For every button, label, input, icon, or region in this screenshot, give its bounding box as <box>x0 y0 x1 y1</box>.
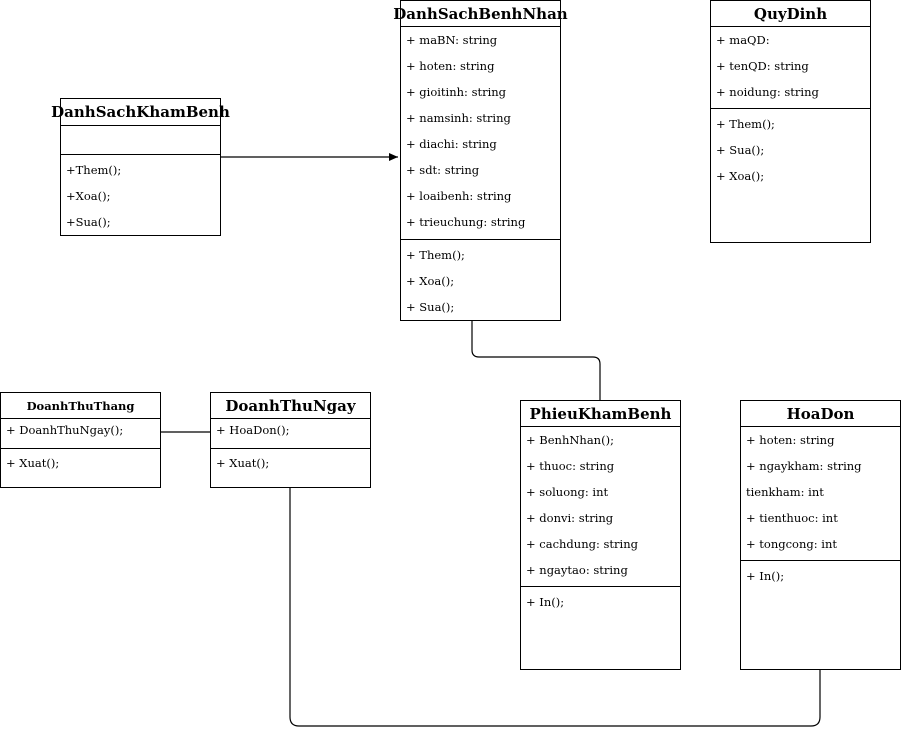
attribute-tienthuoc: + tienthuoc: int <box>746 511 838 525</box>
attribute-gioitinh: + gioitinh: string <box>406 85 507 99</box>
attributes-section: + hoten: string + ngaykham: string tienk… <box>741 427 900 561</box>
method-xuat: + Xuat(); <box>216 456 270 470</box>
attributes-section: + BenhNhan(); + thuoc: string + soluong:… <box>521 427 680 587</box>
class-quydinh[interactable]: QuyDinh + maQD: + tenQD: string + noidun… <box>710 0 871 243</box>
attribute-maqd: + maQD: <box>716 33 770 47</box>
attribute-namsinh: + namsinh: string <box>406 111 511 125</box>
class-hoadon[interactable]: HoaDon + hoten: string + ngaykham: strin… <box>740 400 901 670</box>
class-name: DoanhThuThang <box>1 393 160 419</box>
attribute-cachdung: + cachdung: string <box>526 537 638 551</box>
attribute-tienkham: tienkham: int <box>746 485 824 499</box>
attribute-ngaykham: + ngaykham: string <box>746 459 862 473</box>
attributes-section: + HoaDon(); <box>211 419 370 449</box>
method-sua: + Sua(); <box>716 143 765 157</box>
attribute-trieuchung: + trieuchung: string <box>406 215 526 229</box>
methods-section: +Them(); +Xoa(); +Sua(); <box>61 155 220 235</box>
attributes-section <box>61 126 220 155</box>
methods-section: + Xuat(); <box>1 449 160 476</box>
attribute-doanhthungay: + DoanhThuNgay(); <box>6 423 124 437</box>
connector-benhnhan-to-phieukhambenh <box>471 321 601 400</box>
attribute-hoten: + hoten: string <box>406 59 495 73</box>
class-name: PhieuKhamBenh <box>521 401 680 427</box>
methods-section: + Them(); + Xoa(); + Sua(); <box>401 240 560 320</box>
class-phieukhambenh[interactable]: PhieuKhamBenh + BenhNhan(); + thuoc: str… <box>520 400 681 670</box>
attributes-section: + maQD: + tenQD: string + noidung: strin… <box>711 27 870 109</box>
method-in: + In(); <box>746 569 785 583</box>
class-name: DanhSachKhamBenh <box>51 99 230 126</box>
class-doanhthuthang[interactable]: DoanhThuThang + DoanhThuNgay(); + Xuat()… <box>0 392 161 488</box>
attribute-hoadon: + HoaDon(); <box>216 423 290 437</box>
method-xoa: + Xoa(); <box>716 169 765 183</box>
attribute-diachi: + diachi: string <box>406 137 497 151</box>
methods-section: + Xuat(); <box>211 449 370 476</box>
attributes-section: + maBN: string + hoten: string + gioitin… <box>401 27 560 240</box>
methods-section: + In(); <box>521 587 680 615</box>
method-sua: +Sua(); <box>66 215 111 229</box>
method-them: + Them(); <box>406 248 465 262</box>
method-in: + In(); <box>526 595 565 609</box>
attribute-benhnhan: + BenhNhan(); <box>526 433 614 447</box>
class-danhsachkhambenh[interactable]: DanhSachKhamBenh +Them(); +Xoa(); +Sua()… <box>51 98 230 236</box>
class-name: QuyDinh <box>711 1 870 27</box>
class-name: DanhSachBenhNhan <box>393 1 568 27</box>
attribute-sdt: + sdt: string <box>406 163 480 177</box>
method-xuat: + Xuat(); <box>6 456 60 470</box>
attributes-section: + DoanhThuNgay(); <box>1 419 160 449</box>
class-name: DoanhThuNgay <box>211 393 370 419</box>
method-xoa: +Xoa(); <box>66 189 111 203</box>
method-xoa: + Xoa(); <box>406 274 455 288</box>
attribute-tongcong: + tongcong: int <box>746 537 837 551</box>
class-doanhthungay[interactable]: DoanhThuNgay + HoaDon(); + Xuat(); <box>210 392 371 488</box>
method-sua: + Sua(); <box>406 300 455 314</box>
attribute-tenqd: + tenQD: string <box>716 59 809 73</box>
attribute-thuoc: + thuoc: string <box>526 459 615 473</box>
attribute-noidung: + noidung: string <box>716 85 819 99</box>
method-them: + Them(); <box>716 117 775 131</box>
attribute-soluong: + soluong: int <box>526 485 609 499</box>
connector-doanhthungay-to-hoadon <box>289 488 821 727</box>
method-them: +Them(); <box>66 163 122 177</box>
attribute-ngaytao: + ngaytao: string <box>526 563 628 577</box>
attribute-loaibenh: + loaibenh: string <box>406 189 512 203</box>
class-name: HoaDon <box>741 401 900 427</box>
methods-section: + Them(); + Sua(); + Xoa(); <box>711 109 870 189</box>
methods-section: + In(); <box>741 561 900 589</box>
attribute-hoten: + hoten: string <box>746 433 835 447</box>
class-danhsachbenhnhan[interactable]: DanhSachBenhNhan + maBN: string + hoten:… <box>393 0 568 321</box>
attribute-mabn: + maBN: string <box>406 33 498 47</box>
attribute-donvi: + donvi: string <box>526 511 614 525</box>
